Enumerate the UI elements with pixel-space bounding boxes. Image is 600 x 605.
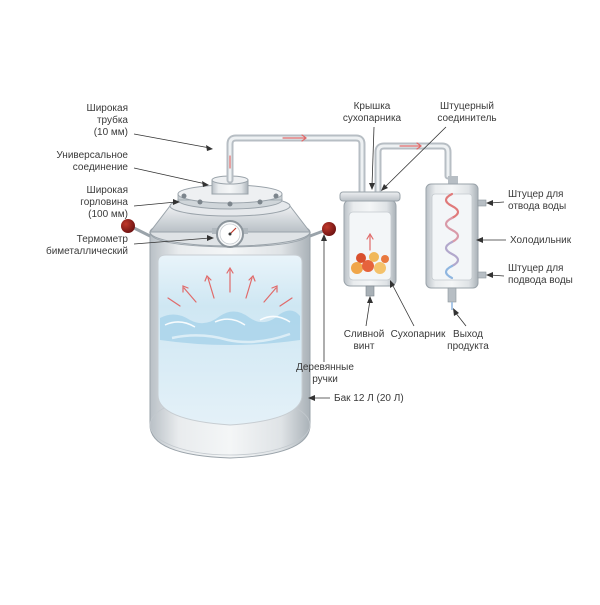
wooden-handles xyxy=(121,219,336,238)
water-inlet-fitting xyxy=(477,271,487,279)
tank-lid xyxy=(148,184,312,233)
bimetal-thermometer xyxy=(212,220,248,248)
cooling-coil xyxy=(444,192,460,280)
tank xyxy=(149,217,311,459)
water-outlet-fitting xyxy=(477,199,487,207)
label-dry-steamer: Сухопарник xyxy=(391,329,446,340)
fruit-pieces xyxy=(351,252,389,274)
leader-lines xyxy=(133,126,506,401)
drain-screw xyxy=(365,285,375,297)
label-cooler: Холодильник xyxy=(510,235,572,246)
product-outlet xyxy=(447,287,457,303)
connector-tube xyxy=(374,142,452,196)
wide-tube xyxy=(226,134,366,196)
dry-steamer xyxy=(339,191,401,297)
handle-left xyxy=(121,219,135,233)
cooler xyxy=(425,176,487,310)
steam-arrows xyxy=(167,266,293,307)
handle-right xyxy=(322,222,336,236)
label-tank: Бак 12 Л (20 Л) xyxy=(334,393,404,404)
